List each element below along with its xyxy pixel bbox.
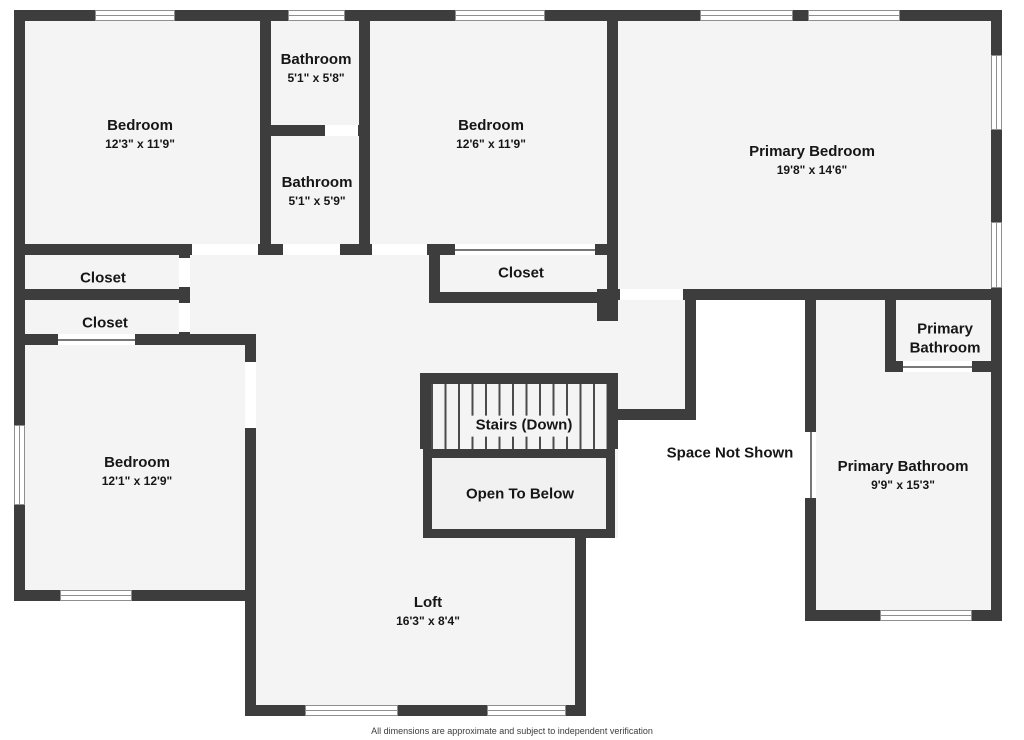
- room-name: Primary Bathroom: [837, 458, 969, 476]
- wall-segment: [420, 373, 618, 384]
- room-label-bedroom-left: Bedroom 12'1" x 12'9": [102, 454, 172, 490]
- wall-segment: [14, 289, 190, 300]
- room-dims: 12'6" x 11'9": [456, 136, 526, 151]
- stairs-label: Stairs (Down): [469, 415, 579, 437]
- floor-area-mini-hall: [618, 300, 696, 420]
- window: [455, 10, 545, 21]
- room-dims: 12'3" x 11'9": [105, 136, 175, 151]
- window: [991, 55, 1002, 130]
- room-name: Closet: [82, 314, 128, 332]
- floor-area-bedroom-left: [14, 345, 256, 601]
- floor-area-loft: [245, 538, 586, 716]
- label-stairs-down: Stairs (Down): [469, 415, 579, 437]
- wall-segment: [14, 590, 256, 601]
- door-opening: [325, 125, 358, 136]
- wall-segment: [429, 250, 440, 303]
- window: [60, 590, 132, 601]
- open-to-below-box: [423, 449, 615, 538]
- room-label-bathroom-mid: Bathroom 5'1" x 5'9": [282, 174, 353, 210]
- room-dims: 12'1" x 12'9": [101, 473, 173, 488]
- disclaimer-text: All dimensions are approximate and subje…: [371, 726, 653, 736]
- door-opening: [179, 303, 190, 332]
- room-dims: 9'9" x 15'3": [871, 477, 935, 492]
- room-name: Bedroom: [458, 117, 524, 135]
- window: [880, 610, 972, 621]
- wall-segment: [14, 334, 256, 345]
- room-label-primary-bathroom-small: Primary Bathroom: [895, 320, 995, 358]
- room-label-primary-bathroom: Primary Bathroom 9'9" x 15'3": [838, 458, 969, 494]
- room-name: Bedroom: [107, 117, 173, 135]
- wall-segment: [885, 300, 896, 372]
- wall-segment: [245, 334, 256, 601]
- wall-segment: [245, 705, 586, 716]
- room-name: Bedroom: [104, 454, 170, 472]
- room-name: Bathroom: [281, 174, 353, 192]
- wall-segment: [14, 10, 25, 601]
- wall-segment: [607, 409, 696, 420]
- room-dims: 19'8" x 14'6": [776, 162, 848, 177]
- room-label-bathroom-top: Bathroom 5'1" x 5'8": [281, 51, 352, 87]
- label-open-to-below: Open To Below: [466, 486, 574, 505]
- wall-segment: [685, 289, 696, 420]
- room-label-bedroom-top-left: Bedroom 12'3" x 11'9": [105, 117, 175, 153]
- room-label-closet-1: Closet: [80, 270, 126, 289]
- wall-segment: [991, 10, 1002, 621]
- door-opening: [372, 244, 427, 255]
- wall-segment: [245, 590, 256, 716]
- room-name: Primary Bathroom: [909, 320, 981, 356]
- wall-segment: [575, 532, 586, 716]
- room-label-bedroom-top-mid: Bedroom 12'6" x 11'9": [456, 117, 526, 153]
- room-name: Loft: [413, 594, 443, 612]
- window: [14, 425, 25, 505]
- door-opening: [245, 362, 256, 428]
- door-opening: [620, 289, 683, 300]
- floor-area-primary-bedroom: [607, 10, 1002, 300]
- window: [288, 10, 345, 21]
- room-name: Closet: [80, 269, 126, 287]
- wall-segment: [260, 125, 370, 136]
- closet-door-opening: [455, 244, 595, 255]
- window: [305, 705, 398, 716]
- room-name: Bathroom: [280, 51, 352, 69]
- room-name: Primary Bedroom: [749, 143, 875, 161]
- room-label-closet-mid: Closet: [498, 265, 544, 284]
- room-label-primary-bedroom: Primary Bedroom 19'8" x 14'6": [749, 143, 875, 179]
- wall-segment: [429, 292, 618, 303]
- window: [700, 10, 793, 21]
- wall-segment: [597, 289, 1002, 300]
- window: [808, 10, 900, 21]
- room-name: Closet: [498, 264, 544, 282]
- room-dims: 5'1" x 5'9": [288, 193, 346, 208]
- wall-segment: [420, 373, 431, 449]
- open-to-below-label: Open To Below: [465, 485, 575, 503]
- room-dims: 16'3" x 8'4": [396, 613, 460, 628]
- room-label-closet-2: Closet: [82, 315, 128, 334]
- wall-segment: [359, 10, 370, 255]
- room-label-loft: Loft 16'3" x 8'4": [396, 594, 460, 630]
- label-space-not-shown: Space Not Shown: [667, 445, 794, 464]
- space-not-shown-label: Space Not Shown: [666, 444, 794, 462]
- door-opening: [903, 361, 972, 372]
- door-opening: [805, 432, 816, 498]
- floor-area-primary-bath: [805, 300, 1002, 621]
- window: [487, 705, 566, 716]
- closet-door-opening: [58, 334, 135, 345]
- window: [95, 10, 175, 21]
- wall-segment: [607, 10, 618, 300]
- wall-segment: [179, 244, 190, 345]
- door-opening: [192, 244, 258, 255]
- room-dims: 5'1" x 5'8": [287, 70, 345, 85]
- door-opening: [283, 244, 340, 255]
- window: [991, 222, 1002, 288]
- door-opening: [179, 258, 190, 287]
